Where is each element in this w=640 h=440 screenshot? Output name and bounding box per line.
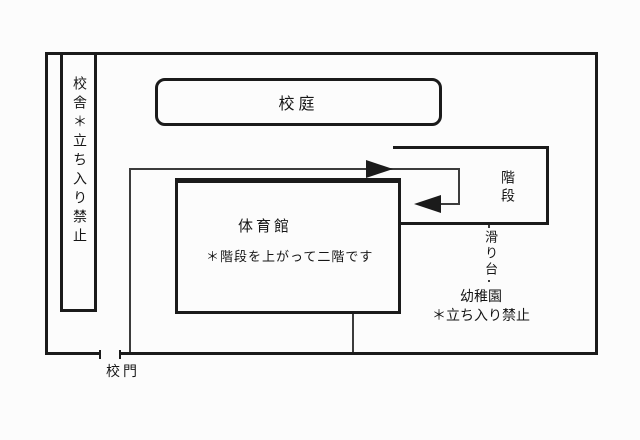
slide-label: 滑り台 (481, 228, 500, 280)
gate-label: 校門 (106, 363, 140, 379)
route-path-turn-line (458, 168, 460, 205)
gate-opening (101, 351, 120, 357)
schoolyard: 校庭 (155, 78, 442, 126)
kindergarten-label: 幼稚園 (460, 288, 502, 304)
gymnasium-note: ＊階段を上がって二階です (206, 249, 374, 264)
school-building (60, 52, 97, 312)
stairs-corridor-bottom-wall (399, 222, 549, 225)
kindergarten-block: 幼稚園 ＊立ち入り禁止 (407, 287, 555, 325)
route-path-horizontal-line (129, 168, 460, 170)
gate-post-left (99, 350, 101, 359)
arrow-left-icon (414, 195, 441, 213)
gymnasium (175, 178, 401, 314)
stairs-label: 階段 (500, 170, 516, 206)
route-path-return-line (438, 203, 460, 205)
stairs-corridor-right-wall (546, 146, 549, 225)
gate-post-right (119, 350, 121, 359)
kindergarten-note: ＊立ち入り禁止 (432, 307, 530, 323)
gym-bottom-divider-line (352, 314, 354, 352)
school-building-label: 校舎＊立ち入り禁止 (72, 76, 88, 247)
gymnasium-label: 体育館 (238, 218, 293, 235)
site-boundary (45, 52, 598, 355)
arrow-right-icon (366, 160, 393, 178)
route-path-gate-line (129, 168, 131, 352)
stairs-corridor-top-wall (393, 146, 549, 149)
schoolyard-label: 校庭 (278, 96, 319, 113)
